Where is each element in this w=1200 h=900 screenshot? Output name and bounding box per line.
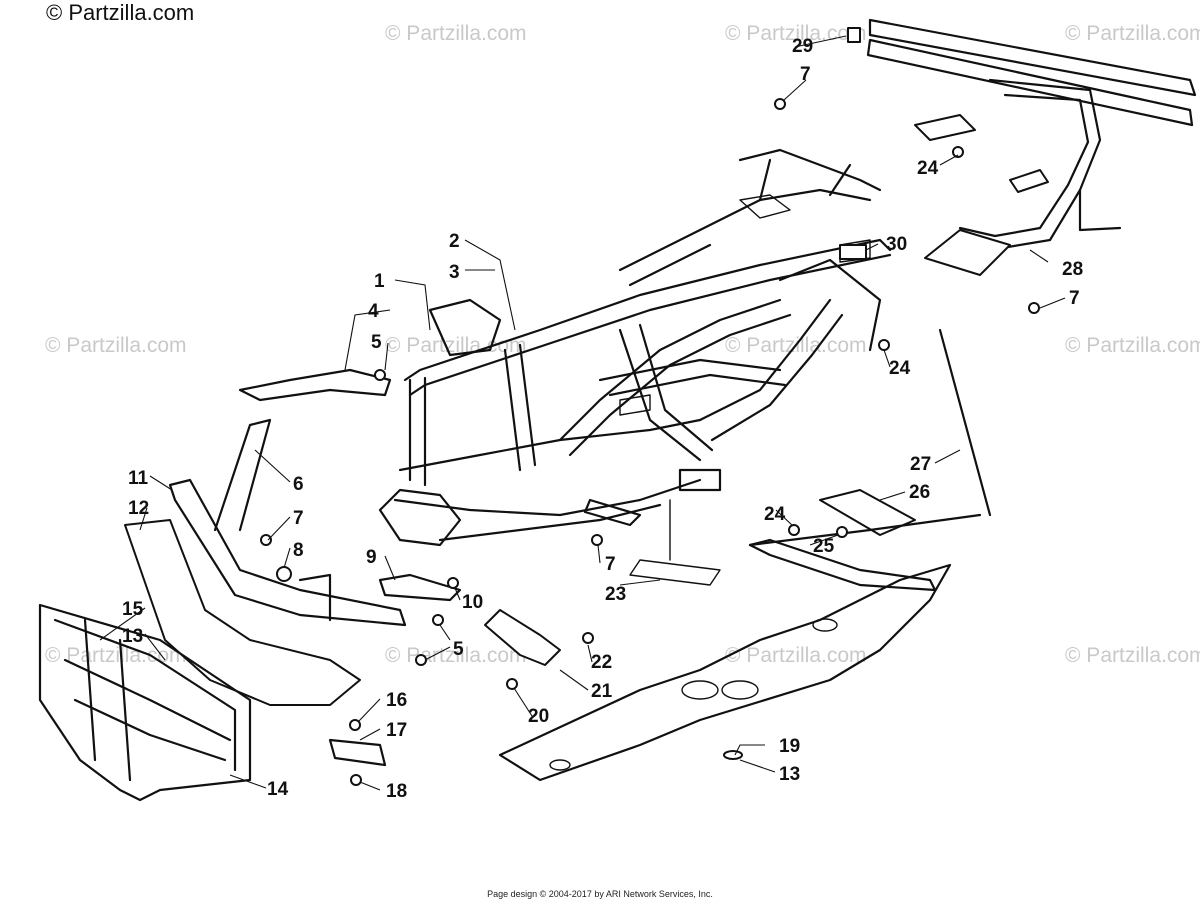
label-plate-icon (839, 244, 867, 260)
callout-28: 28 (1062, 259, 1083, 280)
bushing-icon (847, 27, 861, 43)
callout-30: 30 (886, 234, 907, 255)
copyright-text: © Partzilla.com (46, 0, 195, 25)
callout-12: 12 (128, 498, 149, 519)
callout-14: 14 (267, 779, 289, 800)
watermark: © Partzilla.com (725, 644, 867, 667)
nut-icon (788, 524, 800, 536)
callout-22: 22 (591, 652, 612, 673)
callout-13: 13 (779, 764, 800, 785)
callout-29: 29 (792, 36, 813, 57)
callout-7: 7 (1069, 288, 1080, 309)
watermark: © Partzilla.com (385, 22, 527, 45)
callout-7: 7 (800, 64, 811, 85)
nut-icon (836, 526, 848, 538)
callout-16: 16 (386, 690, 407, 711)
watermark: © Partzilla.com (45, 334, 187, 357)
main-frame (378, 148, 892, 547)
callout-2: 2 (449, 231, 460, 252)
callout-20: 20 (528, 706, 549, 727)
bolt-icon (447, 577, 459, 589)
nut-icon (374, 369, 386, 381)
nut-icon (506, 678, 518, 690)
watermark: © Partzilla.com (1065, 644, 1200, 667)
washer-icon (276, 566, 292, 582)
nut-icon (952, 146, 964, 158)
bolt-icon (349, 719, 361, 731)
callout-15: 15 (122, 599, 144, 620)
callout-11: 11 (128, 468, 149, 489)
watermark: © Partzilla.com (1065, 334, 1200, 357)
callout-24: 24 (764, 504, 786, 525)
bolt-icon (1028, 302, 1040, 314)
callout-21: 21 (591, 681, 613, 702)
callout-1: 1 (374, 271, 385, 292)
callout-24: 24 (889, 358, 911, 379)
skid-plate-group (484, 328, 992, 782)
callout-7: 7 (605, 554, 616, 575)
leader-lines (99, 35, 1066, 791)
callout-9: 9 (366, 547, 377, 568)
callout-6: 6 (293, 474, 304, 495)
callout-23: 23 (605, 584, 626, 605)
nut-icon (350, 774, 362, 786)
watermark: © Partzilla.com (45, 644, 187, 667)
callout-4: 4 (368, 301, 379, 322)
watermark: © Partzilla.com (1065, 22, 1200, 45)
bolt-icon (582, 632, 594, 644)
callout-17: 17 (386, 720, 407, 741)
callout-18: 18 (386, 781, 407, 802)
callout-3: 3 (449, 262, 460, 283)
nut-icon (878, 339, 890, 351)
watermark: © Partzilla.com (385, 334, 527, 357)
bolt-icon (432, 614, 444, 626)
callout-7: 7 (293, 508, 304, 529)
callout-10: 10 (462, 592, 483, 613)
bolt-icon (591, 534, 603, 546)
bolt-icon (774, 98, 786, 110)
washer-icon (723, 750, 743, 760)
callout-8: 8 (293, 540, 304, 561)
footer-credit: Page design © 2004-2017 by ARI Network S… (487, 889, 713, 899)
callout-25: 25 (813, 536, 835, 557)
callout-labels: 1 2 3 4 5 5 6 7 7 7 7 8 9 10 11 12 13 13… (122, 36, 1083, 802)
callout-19: 19 (779, 736, 800, 757)
bolt-icon (260, 534, 272, 546)
callout-26: 26 (909, 482, 930, 503)
callout-5: 5 (453, 639, 464, 660)
callout-27: 27 (910, 454, 931, 475)
callout-24: 24 (917, 158, 939, 179)
callout-5: 5 (371, 332, 382, 353)
bolt-icon (415, 654, 427, 666)
rear-rack (866, 18, 1197, 276)
front-components (38, 368, 462, 802)
callout-13: 13 (122, 626, 143, 647)
